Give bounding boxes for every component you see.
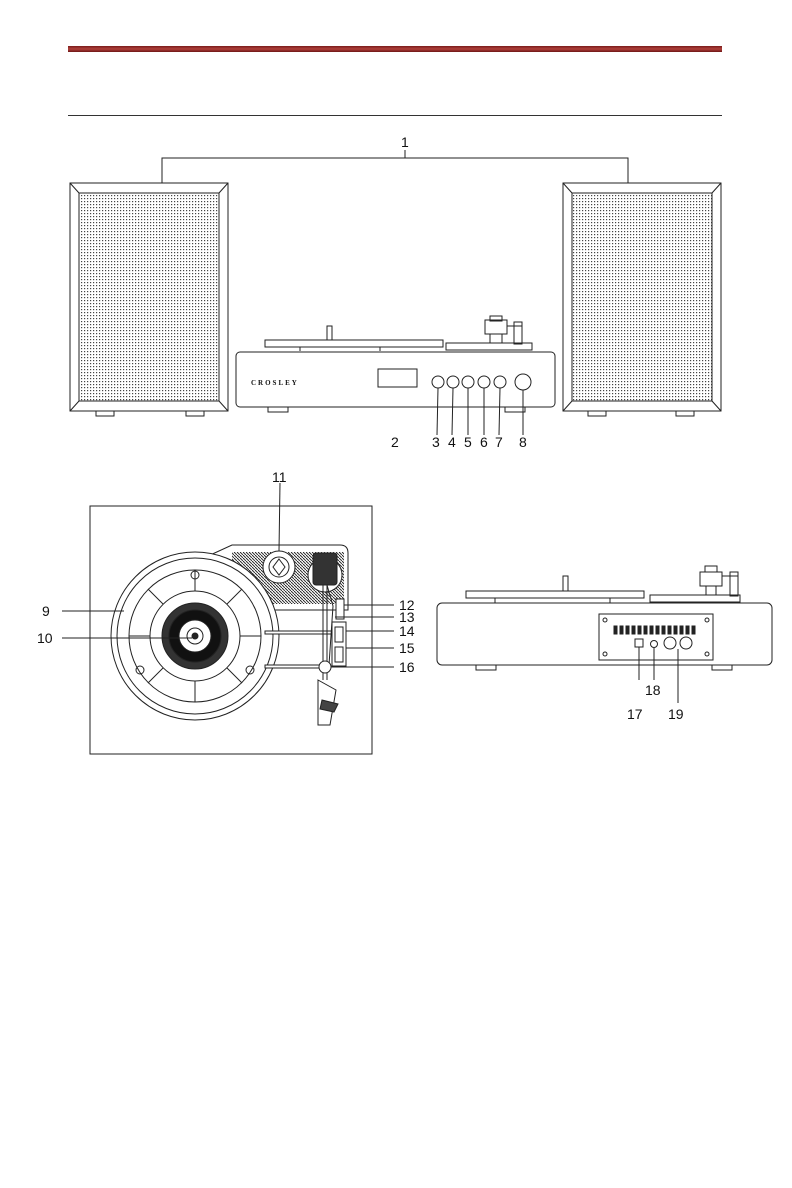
speed-switch [332, 622, 346, 666]
control-knob-3 [432, 376, 444, 388]
callout-2: 2 [391, 434, 399, 450]
brand-logo: CROSLEY [251, 379, 299, 387]
turntable-front [236, 316, 555, 435]
callout-7: 7 [495, 434, 503, 450]
rear-view [437, 566, 772, 703]
control-knob-4 [447, 376, 459, 388]
spindle [192, 633, 198, 639]
top-view [62, 483, 394, 754]
callout-17: 17 [627, 706, 643, 722]
callout-16: 16 [399, 659, 415, 675]
callout-18: 18 [645, 682, 661, 698]
callout-8: 8 [519, 434, 527, 450]
rear-panel [599, 614, 713, 660]
callout-3: 3 [432, 434, 440, 450]
callout-5: 5 [464, 434, 472, 450]
volume-knob [515, 374, 531, 390]
control-knob-5 [462, 376, 474, 388]
left-speaker [70, 183, 228, 416]
callout-6: 6 [480, 434, 488, 450]
callout-15: 15 [399, 640, 415, 656]
control-knob-7 [494, 376, 506, 388]
control-knob-6 [478, 376, 490, 388]
callout-4: 4 [448, 434, 456, 450]
callout-1: 1 [401, 134, 409, 150]
right-speaker [563, 183, 721, 416]
callout-11: 11 [272, 469, 287, 485]
callout-19: 19 [668, 706, 684, 722]
speaker-bracket [162, 158, 628, 206]
callout-14: 14 [399, 623, 415, 639]
front-view [70, 150, 721, 435]
adapter-45 [263, 551, 295, 583]
callout-10: 10 [37, 630, 53, 646]
callout-9: 9 [42, 603, 50, 619]
